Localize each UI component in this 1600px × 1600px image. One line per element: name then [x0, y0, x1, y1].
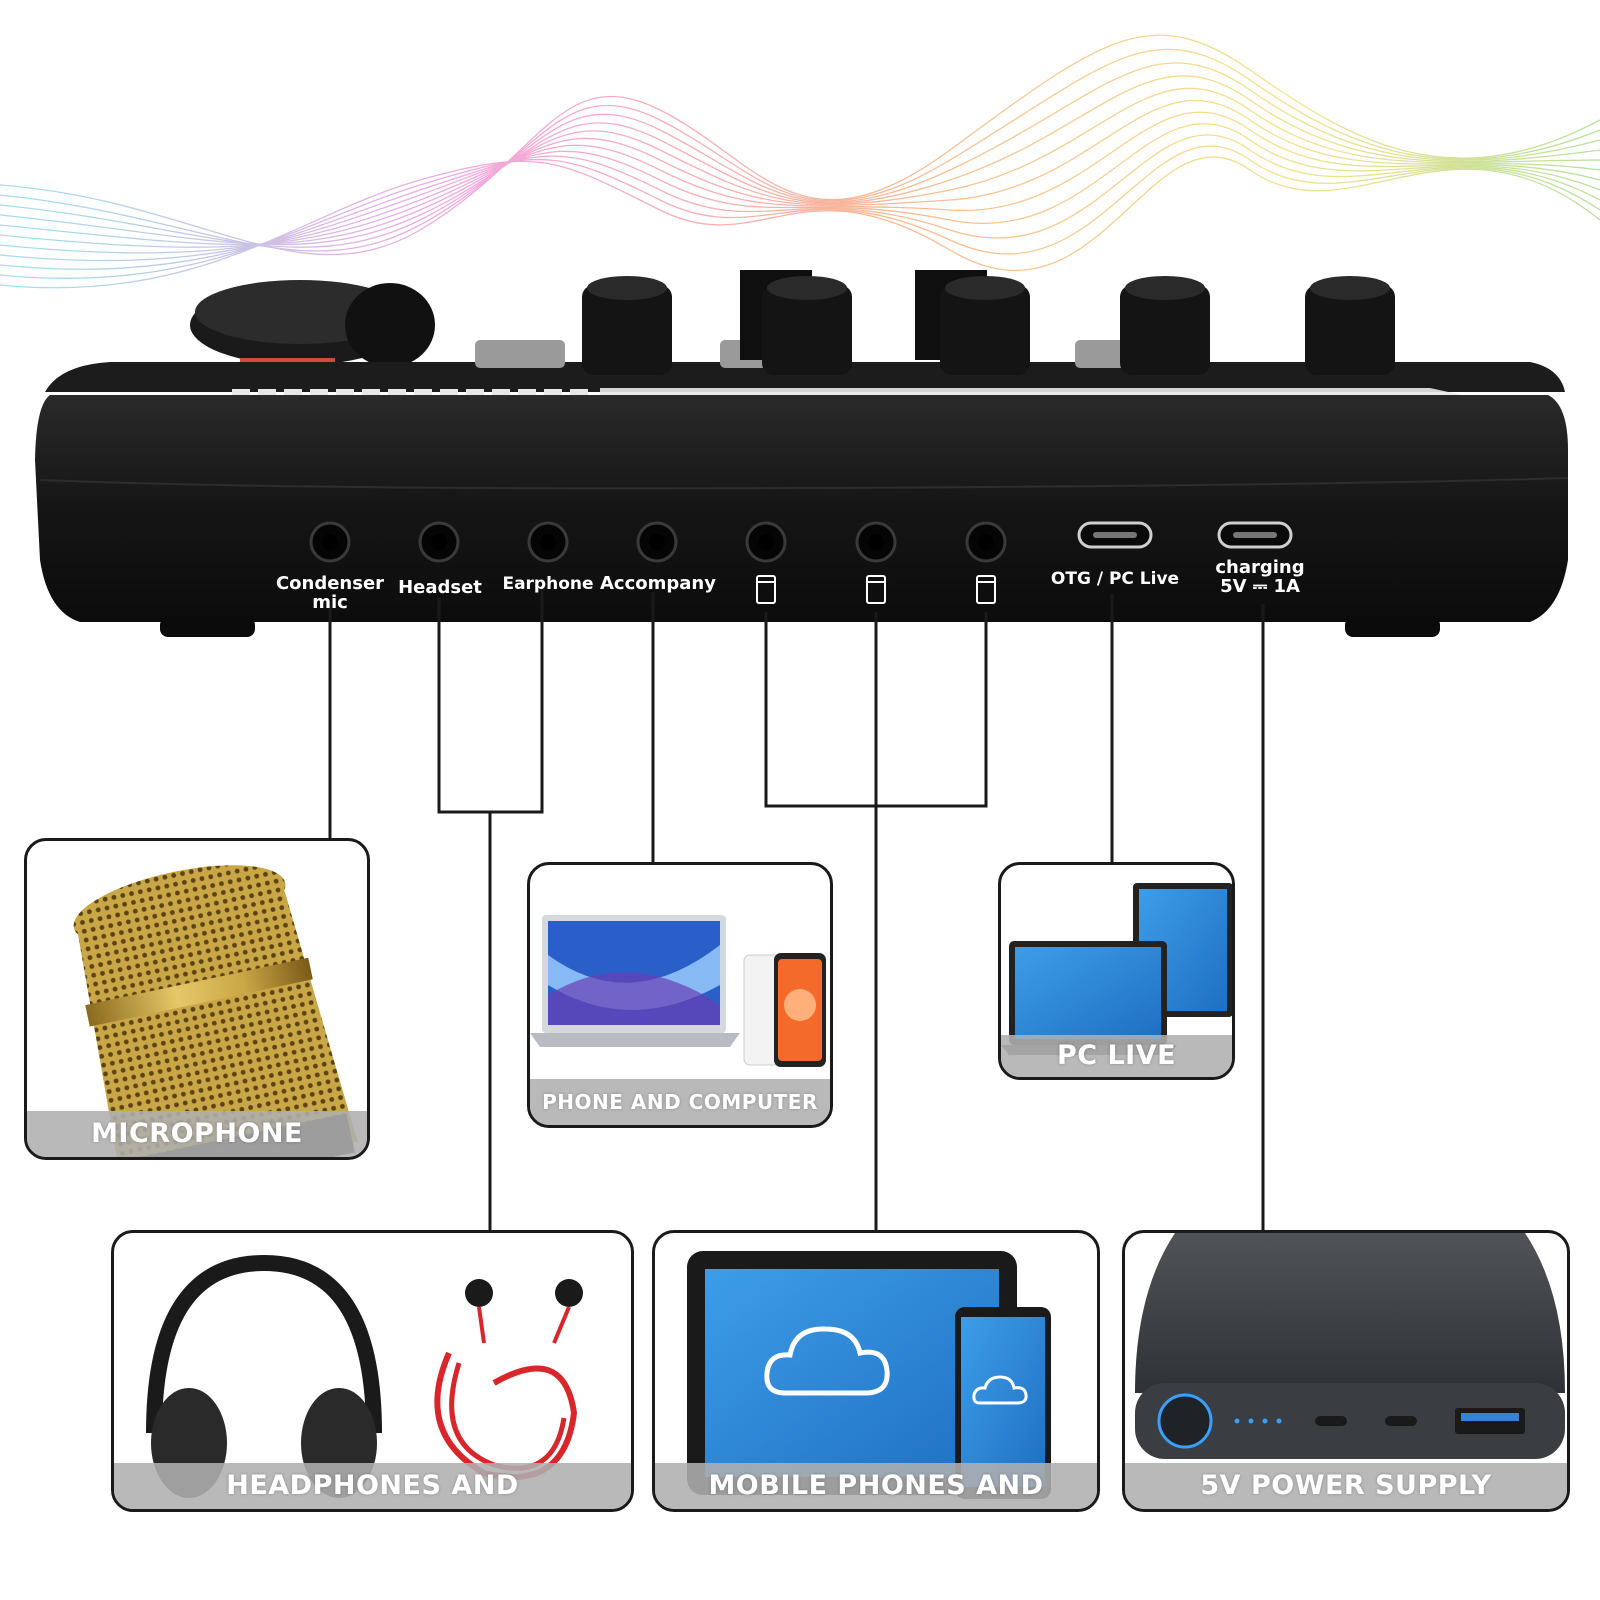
phone-icon	[756, 575, 996, 604]
device-box-mobile-tablets: MOBILE PHONES AND TABLETS	[652, 1230, 1100, 1512]
port-label-otg-pc-live: OTG / PC Live	[1050, 570, 1180, 589]
usb-c-port-icon	[1077, 521, 1293, 549]
device-caption: MICROPHONE	[27, 1111, 367, 1157]
port-label-accompany: Accompany	[598, 574, 718, 593]
port-label-charging: charging 5V ⎓ 1A	[1200, 558, 1320, 596]
cloud-icon	[764, 1326, 890, 1396]
knob-3	[940, 276, 1030, 375]
port-label-line: 5V ⎓ 1A	[1220, 576, 1300, 597]
laptop-phone-icon	[530, 915, 826, 1067]
port-label-line: Headset	[398, 577, 482, 598]
port-label-condenser-mic: Condenser mic	[270, 574, 390, 612]
audio-jack-icon	[309, 521, 1007, 563]
device-caption: HEADPHONES AND HEADPHONES	[114, 1463, 631, 1509]
connector-lines	[328, 588, 1265, 1230]
port-label-line: Accompany	[600, 573, 716, 594]
knob-5	[1305, 276, 1395, 375]
device-box-pc-live: PC LIVE	[998, 862, 1235, 1080]
sound-wave-decoration	[0, 34, 1600, 289]
knob-2	[762, 276, 852, 375]
port-label-line: charging	[1215, 557, 1305, 578]
port-label-earphone: Earphone	[498, 575, 598, 594]
port-label-line: OTG / PC Live	[1050, 569, 1180, 589]
device-caption: PHONE AND COMPUTER	[530, 1079, 830, 1125]
device-caption: 5V POWER SUPPLY	[1125, 1463, 1567, 1509]
device-box-headphones: HEADPHONES AND HEADPHONES	[111, 1230, 634, 1512]
power-bank-icon	[1135, 1233, 1565, 1459]
device-box-phone-computer: PHONE AND COMPUTER	[527, 862, 833, 1128]
device-caption: PC LIVE	[1001, 1035, 1232, 1077]
port-label-headset: Headset	[390, 578, 490, 597]
port-label-line: mic	[312, 592, 348, 613]
device-caption: MOBILE PHONES AND TABLETS	[655, 1463, 1097, 1509]
tablet-phone-icon	[687, 1251, 1051, 1499]
sound-card-device	[35, 270, 1569, 637]
device-box-power-supply: 5V POWER SUPPLY	[1122, 1230, 1570, 1512]
device-box-microphone: MICROPHONE	[24, 838, 370, 1160]
port-label-line: Earphone	[502, 574, 594, 594]
knob-1	[582, 276, 672, 375]
port-label-line: Condenser	[275, 573, 385, 594]
knob-4	[1120, 276, 1210, 375]
